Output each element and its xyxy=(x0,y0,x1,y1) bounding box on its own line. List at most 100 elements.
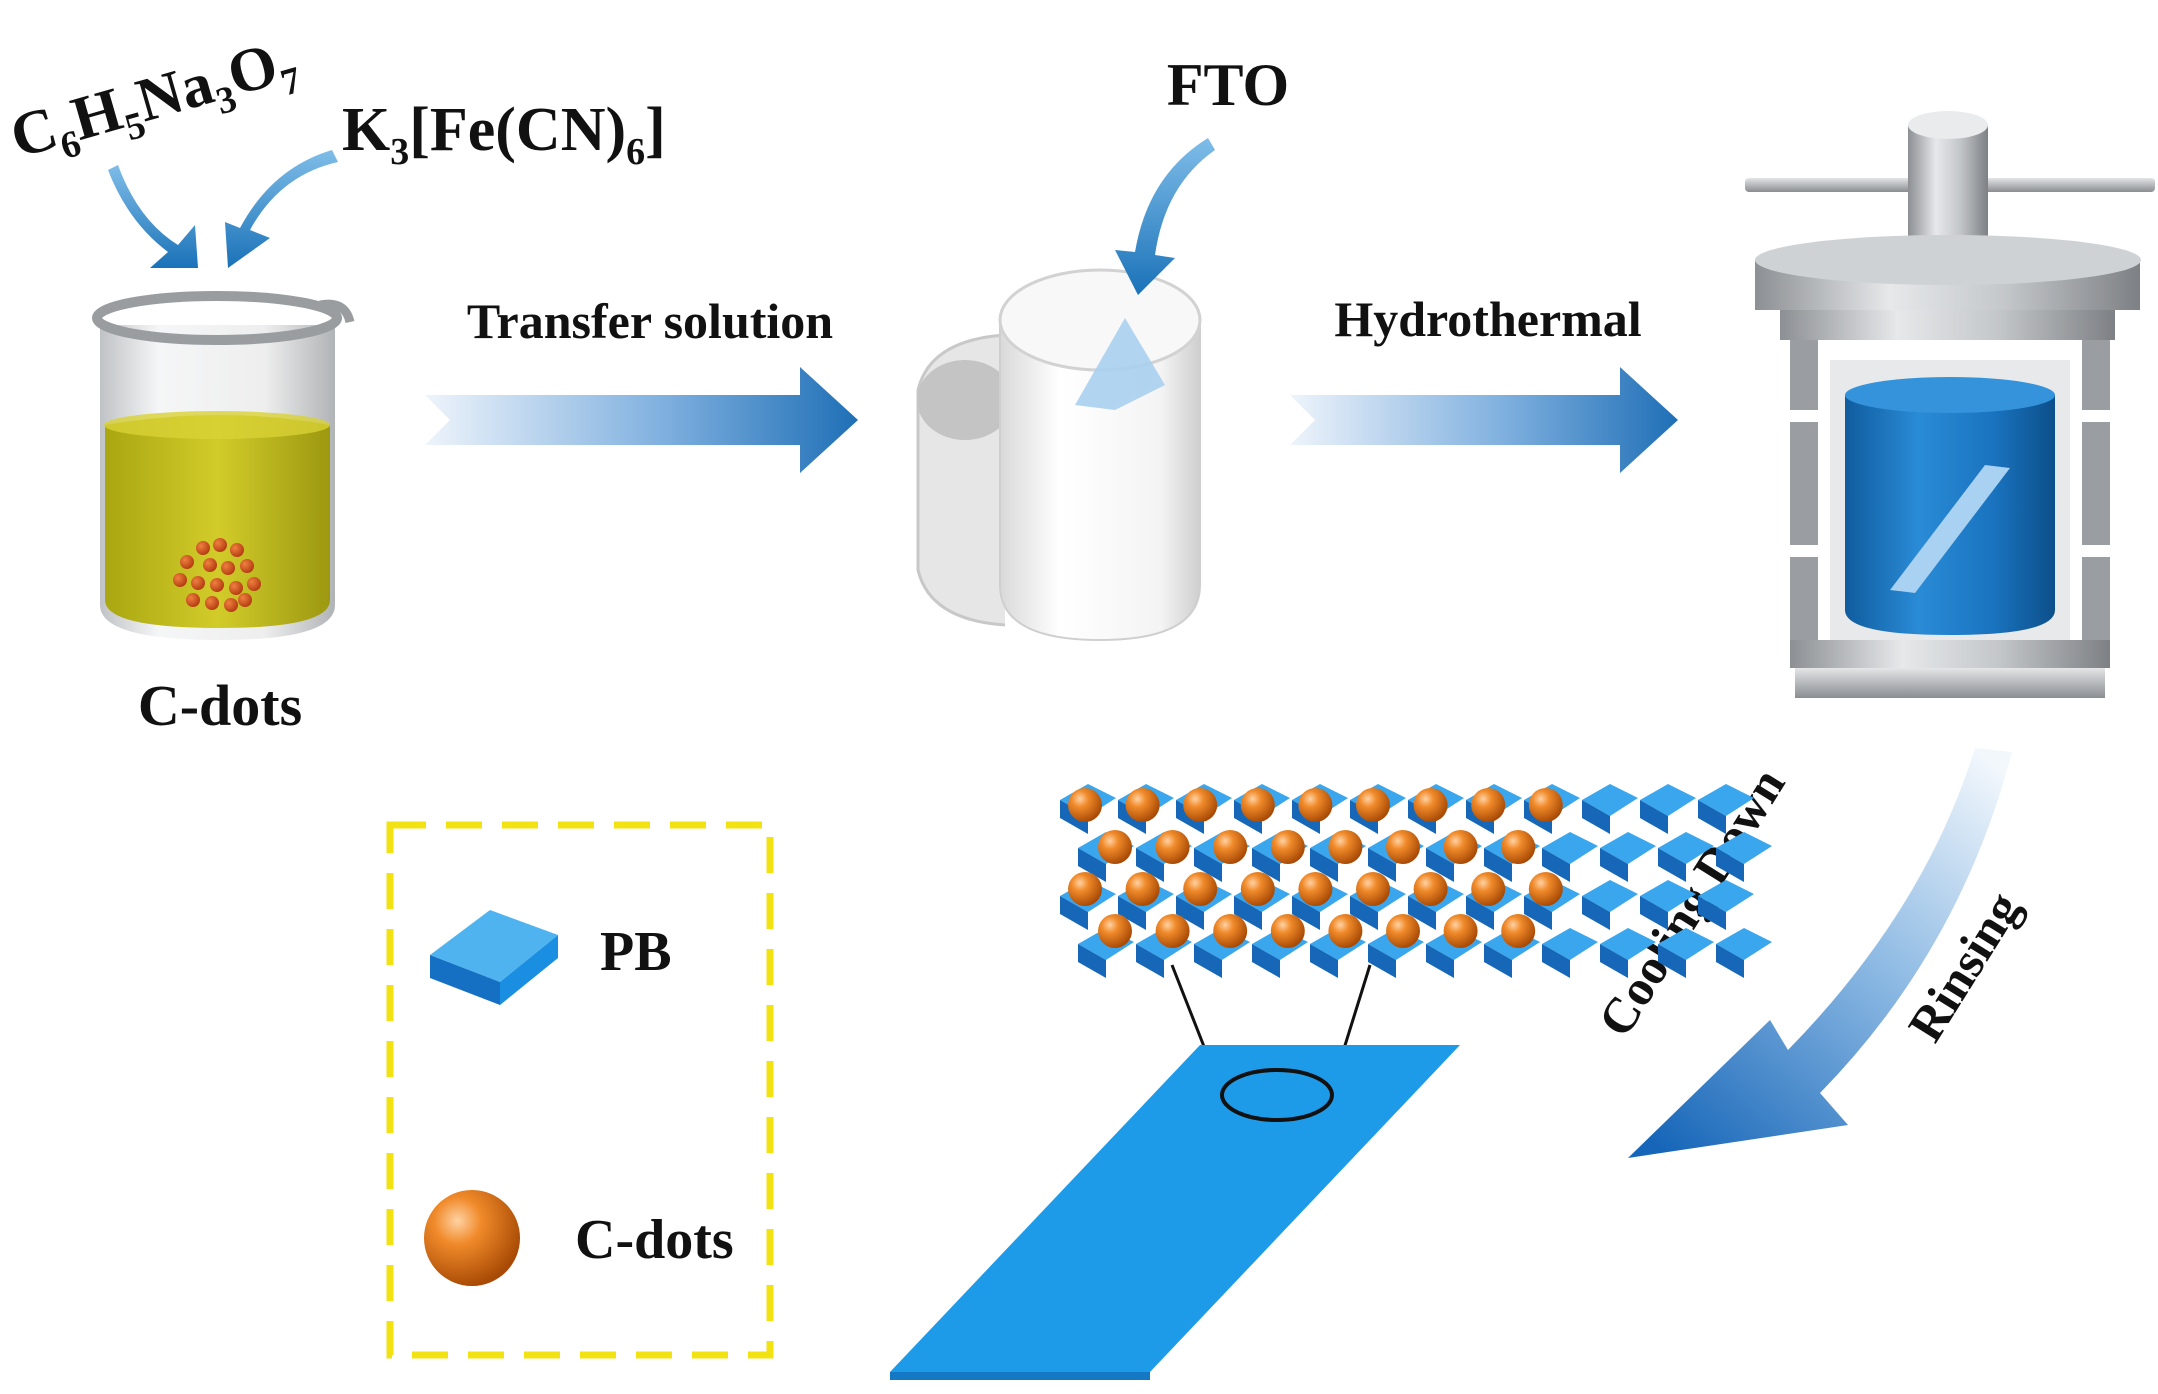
cdot-sphere xyxy=(1528,872,1563,906)
pb-cube-side xyxy=(1194,848,1222,882)
cdot-sphere xyxy=(1356,872,1390,906)
fto-slide-icon xyxy=(1075,318,1165,410)
pb-cube-side xyxy=(1136,848,1164,882)
pb-cube-side xyxy=(1600,848,1628,882)
hydrothermal-label: Hydrothermal xyxy=(1334,291,1641,347)
cdot-sphere xyxy=(1386,830,1420,864)
cdot-sphere xyxy=(1213,914,1248,948)
pb-cube-side xyxy=(1542,944,1570,978)
cdot-sphere xyxy=(1298,788,1333,822)
pb-cube-side xyxy=(1640,896,1668,930)
teflon-liner-icon xyxy=(916,268,1202,642)
cdot-sphere xyxy=(1501,914,1536,948)
cdot-sphere xyxy=(1471,788,1506,822)
transfer-arrow-icon xyxy=(425,367,858,473)
pb-cube-side xyxy=(1310,944,1338,978)
pb-cube-side xyxy=(1426,848,1454,882)
beaker-cdots xyxy=(173,538,261,612)
fto-label: FTO xyxy=(1167,52,1289,118)
pb-cube-side xyxy=(1176,896,1204,930)
legend-cdots-label: C-dots xyxy=(575,1209,734,1271)
cdot-sphere xyxy=(1471,872,1506,906)
ferricyanide-arrow-icon xyxy=(225,150,338,268)
cdot-sphere xyxy=(1098,914,1132,948)
cdot-sphere xyxy=(1443,830,1478,864)
pb-cube-side xyxy=(1466,896,1494,930)
cdot-sphere xyxy=(1155,830,1190,864)
cdot-sphere xyxy=(1125,872,1160,906)
ferricyanide-label: K3[Fe(CN)6] xyxy=(342,96,666,173)
pb-cube-icon xyxy=(430,910,558,1005)
legend-pb-label: PB xyxy=(600,921,672,983)
cdot-sphere xyxy=(1240,872,1275,906)
citrate-arrow-icon xyxy=(108,165,198,268)
cdot-sphere xyxy=(1328,914,1363,948)
pb-cube-side xyxy=(1252,944,1280,978)
cdot-sphere xyxy=(1328,830,1363,864)
fto-substrate-icon xyxy=(890,1045,1460,1380)
pb-cube-side xyxy=(1292,896,1320,930)
pb-cube-side xyxy=(1716,944,1744,978)
cdot-sphere xyxy=(1298,872,1333,906)
pb-cube-side xyxy=(1234,896,1262,930)
cdot-sphere xyxy=(1356,788,1390,822)
cdot-sphere xyxy=(1413,788,1448,822)
cdot-sphere xyxy=(1413,872,1448,906)
cdot-sphere xyxy=(1386,914,1420,948)
hydrothermal-arrow-icon xyxy=(1290,367,1678,473)
pb-cube-side xyxy=(1658,944,1686,978)
svg-text:K3[Fe(CN)6]: K3[Fe(CN)6] xyxy=(342,96,666,173)
cdot-sphere xyxy=(1183,788,1218,822)
legend: PB C-dots xyxy=(386,821,774,1359)
fto-arrow-icon xyxy=(1115,138,1215,295)
pb-cube-side xyxy=(1600,944,1628,978)
pb-cube-side xyxy=(1350,896,1378,930)
pb-cube-side xyxy=(1698,896,1726,930)
pb-cube-side xyxy=(1484,944,1512,978)
cdot-sphere xyxy=(1270,830,1305,864)
cdot-sphere xyxy=(1183,872,1218,906)
pb-cube-side xyxy=(1060,896,1088,930)
cooling-rinsing-arrow-icon xyxy=(1628,748,2012,1158)
cdot-sphere xyxy=(1528,788,1563,822)
pb-cube-side xyxy=(1426,944,1454,978)
pb-cube-side xyxy=(1252,848,1280,882)
cdot-sphere xyxy=(1125,788,1160,822)
pb-cube-side xyxy=(1368,848,1396,882)
cdot-sphere xyxy=(1270,914,1305,948)
fto-slide-in-reactor-icon xyxy=(1890,465,2010,593)
pb-cube-side xyxy=(1368,944,1396,978)
cdot-sphere xyxy=(1501,830,1536,864)
pb-cube-side xyxy=(1078,848,1106,882)
citrate-label: C6H5Na3O7 xyxy=(3,25,306,180)
cdot-sphere-icon xyxy=(424,1190,520,1286)
pb-cube-side xyxy=(1136,944,1164,978)
cdot-sphere xyxy=(1443,914,1478,948)
pb-cube-side xyxy=(1408,896,1436,930)
cdot-sphere xyxy=(1155,914,1190,948)
cdot-sphere xyxy=(1213,830,1248,864)
pb-cube-side xyxy=(1194,944,1222,978)
beaker-icon xyxy=(92,291,355,640)
pb-cube-side xyxy=(1698,800,1726,834)
cdot-sphere xyxy=(1068,788,1102,822)
pb-cube-side xyxy=(1716,848,1744,882)
transfer-label: Transfer solution xyxy=(467,293,833,349)
beaker-label: C-dots xyxy=(138,673,302,738)
pb-cube-side xyxy=(1484,848,1512,882)
svg-text:C6H5Na3O7: C6H5Na3O7 xyxy=(3,25,306,180)
pb-cube-side xyxy=(1078,944,1106,978)
cdot-sphere xyxy=(1098,830,1132,864)
pb-cube-side xyxy=(1582,800,1610,834)
pb-cube-side xyxy=(1582,896,1610,930)
pb-cube-side xyxy=(1542,848,1570,882)
pb-cube-side xyxy=(1118,896,1146,930)
pb-cube-side xyxy=(1640,800,1668,834)
pb-cdots-film xyxy=(1060,784,1772,978)
pb-cube-side xyxy=(1310,848,1338,882)
autoclave-icon xyxy=(1745,111,2155,698)
pb-cube-side xyxy=(1524,896,1552,930)
cdot-sphere xyxy=(1068,872,1102,906)
